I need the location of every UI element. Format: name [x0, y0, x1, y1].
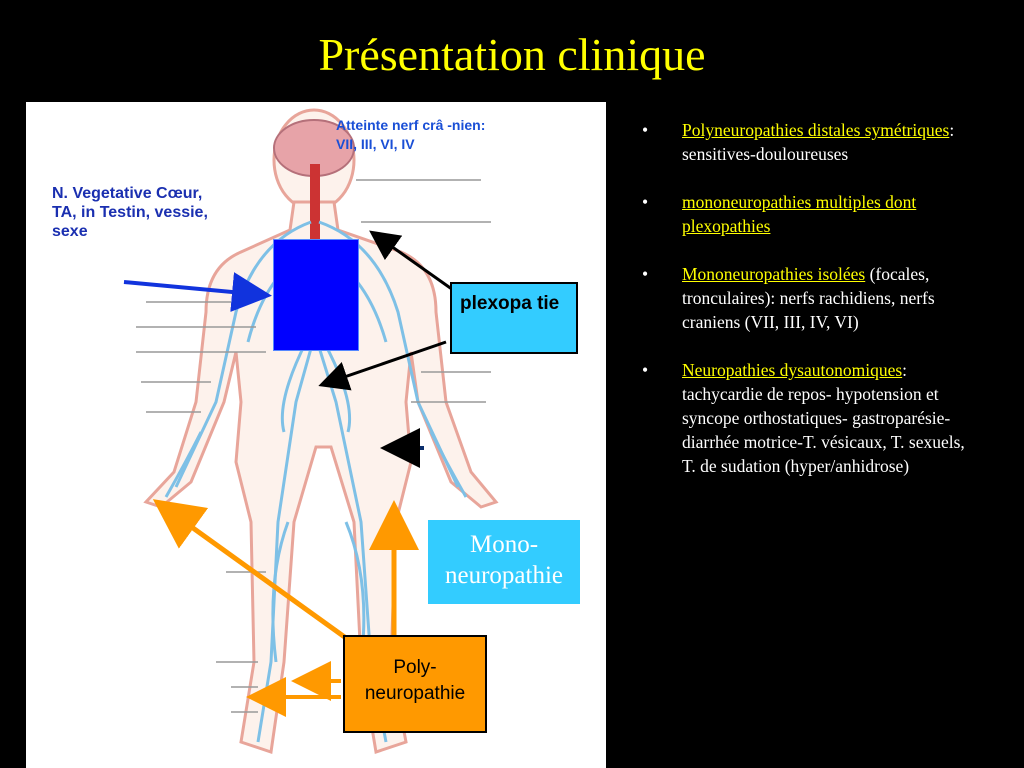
- bullet-dot-icon: •: [642, 264, 649, 284]
- bullet-list: •Polyneuropathies distales symétriques: …: [630, 118, 970, 502]
- leader-lines: [136, 179, 491, 713]
- vegetative-arrow: [123, 272, 272, 312]
- organ-box: [273, 239, 359, 351]
- bullet-text: (focales, tronculaires): nerfs rachidien…: [682, 264, 935, 332]
- bullet-highlight: Mononeuropathies isolées: [682, 264, 866, 284]
- plexopathie-box: plexopa tie: [450, 282, 578, 354]
- bullet-item: • Neuropathies dysautonomiques: tachycard…: [630, 358, 970, 478]
- page-title: Présentation clinique: [318, 29, 706, 80]
- plexo-arrow-upper: [369, 230, 457, 294]
- bullet-dot-icon: •: [642, 120, 649, 140]
- bullet-text: : tachycardie de repos- hypotension et s…: [682, 360, 965, 476]
- bullet-highlight: Neuropathies dysautonomiques: [682, 360, 903, 380]
- bullet-highlight: mononeuropathies multiples dont plexopat…: [682, 192, 917, 236]
- bullet-item: • mononeuropathies multiples dont plexopa…: [630, 190, 970, 238]
- bullet-dot-icon: •: [642, 360, 649, 380]
- nervous-system-figure: Atteinte nerf crâ -nien: VII, III, VI, I…: [26, 102, 606, 768]
- bullet-item: • Polyneuropathies distales symétriques: …: [630, 118, 970, 166]
- bullet-dot-icon: •: [642, 192, 649, 212]
- poly-arrow-arm: [152, 499, 348, 641]
- bullet-text: : sensitives-douloureuses: [682, 120, 955, 164]
- plexo-arrow-lower: [318, 340, 447, 391]
- cranial-nerve-label: Atteinte nerf crâ -nien: VII, III, VI, I…: [336, 117, 486, 152]
- mononeuropathie-box: Mono-neuropathie: [428, 520, 580, 604]
- bullet-highlight: Polyneuropathies distales symétriques: [682, 120, 950, 140]
- polyneuropathie-box: Poly-neuropathie: [343, 635, 487, 733]
- vegetative-label: N. Vegetative Cœur, TA, in Testin, vessi…: [52, 185, 208, 240]
- bullet-item: • Mononeuropathies isolées (focales, tron…: [630, 262, 970, 334]
